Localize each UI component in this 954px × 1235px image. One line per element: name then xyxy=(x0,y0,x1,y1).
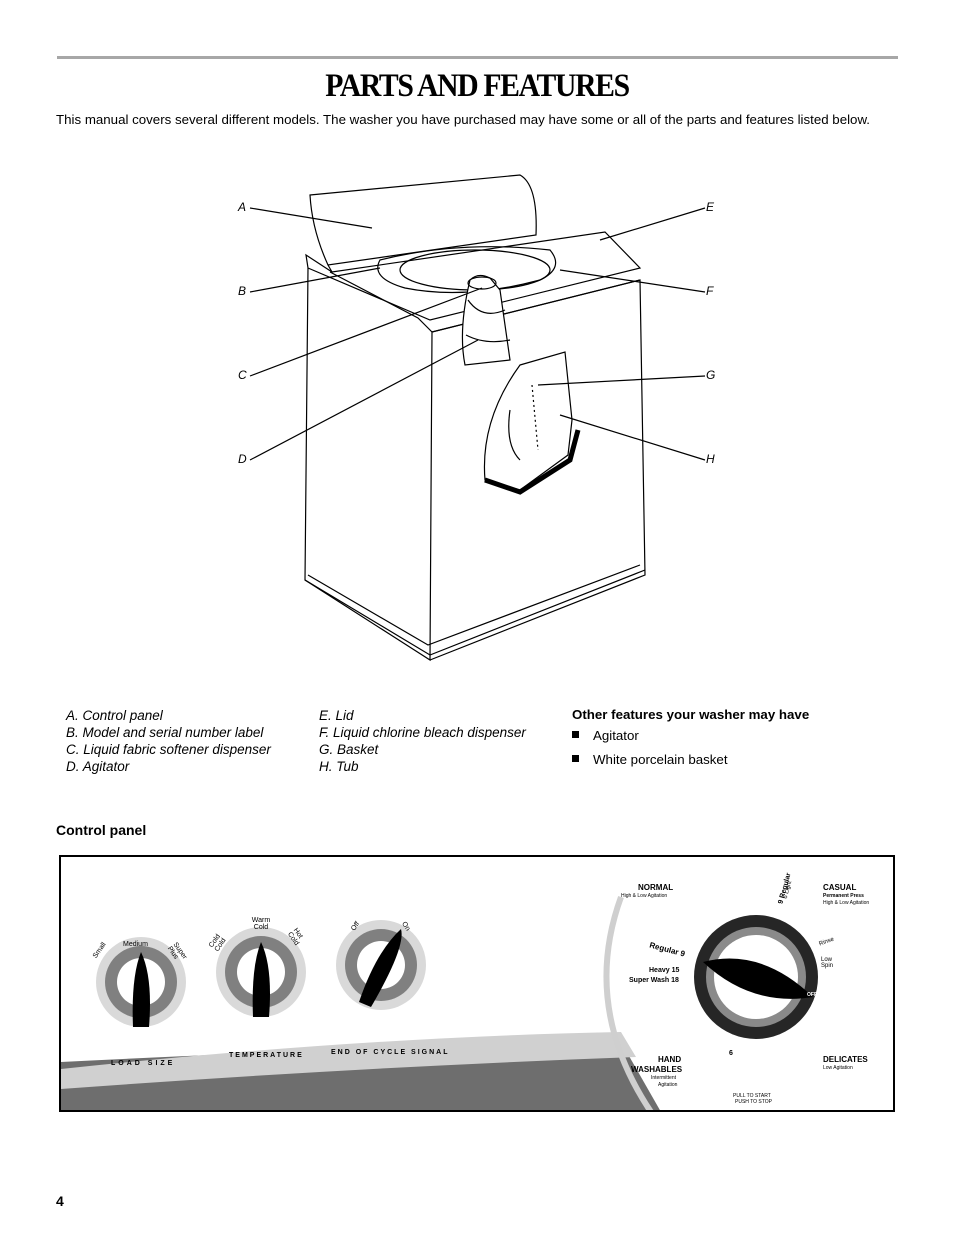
bullet-icon xyxy=(572,755,579,762)
washer-diagram: A B C D E F G H xyxy=(220,160,740,675)
feature-item: White porcelain basket xyxy=(572,752,728,767)
signal-band-label: END OF CYCLE SIGNAL xyxy=(331,1049,450,1056)
temp-warm-cold-label: Warm Cold xyxy=(251,917,271,931)
cycle-casual-sub2: High & Low Agitation xyxy=(823,900,870,906)
cycle-off-label: OFF xyxy=(807,992,817,998)
control-panel-figure: Small Medium Super Plus LOAD SIZE Cold C… xyxy=(59,855,895,1112)
cycle-hand-label: HAND xyxy=(658,1055,682,1064)
load-size-band-label: LOAD SIZE xyxy=(111,1060,176,1067)
page-number: 4 xyxy=(56,1193,64,1209)
cycle-super18-label: Super Wash 18 xyxy=(629,977,679,984)
callout-b: B xyxy=(238,284,247,298)
cycle-hand-sub1: Intermittent xyxy=(651,1075,677,1081)
washer-illustration xyxy=(249,174,706,662)
callout-a: A xyxy=(238,200,247,214)
cycle-delicates-label: DELICATES xyxy=(823,1055,868,1064)
other-features-heading: Other features your washer may have xyxy=(572,707,810,722)
pull-to-start-label: PULL TO START xyxy=(733,1093,771,1099)
cycle-normal-sub: High & Low Agitation xyxy=(621,893,668,899)
temperature-band-label: TEMPERATURE xyxy=(229,1052,304,1059)
cycle-washables-label: WASHABLES xyxy=(631,1065,683,1074)
cycle-hand-sub2: Agitation xyxy=(658,1082,678,1088)
cycle-casual-label: CASUAL xyxy=(823,883,857,892)
callout-c: C xyxy=(238,368,247,382)
cycle-low-spin-label: Low Spin xyxy=(821,957,834,969)
cycle-six-label: 6 xyxy=(729,1050,733,1057)
part-item: G. Basket xyxy=(319,742,379,757)
parts-list-col2: E. Lid F. Liquid chlorine bleach dispens… xyxy=(319,707,526,775)
part-item: H. Tub xyxy=(319,759,359,774)
control-panel-illustration xyxy=(61,895,818,1110)
part-item: B. Model and serial number label xyxy=(66,725,264,740)
push-to-stop-label: PUSH TO STOP xyxy=(735,1099,772,1105)
load-medium-label: Medium xyxy=(123,941,148,948)
parts-list-col1: A. Control panel B. Model and serial num… xyxy=(66,707,271,775)
callout-d: D xyxy=(238,452,247,466)
intro-text: This manual covers several different mod… xyxy=(56,112,871,127)
callout-h: H xyxy=(706,452,715,466)
callout-g: G xyxy=(706,368,716,382)
page-title: PARTS AND FEATURES xyxy=(325,68,630,104)
cycle-casual-sub: Permanent Press xyxy=(823,893,864,899)
control-panel-heading: Control panel xyxy=(56,822,147,838)
bullet-icon xyxy=(572,731,579,738)
callout-f: F xyxy=(706,284,714,298)
cycle-heavy15-label: Heavy 15 xyxy=(649,967,680,974)
part-item: E. Lid xyxy=(319,708,354,723)
callout-e: E xyxy=(706,200,715,214)
top-rule xyxy=(57,56,898,59)
feature-item: Agitator xyxy=(572,728,639,743)
part-item: C. Liquid fabric softener dispenser xyxy=(66,742,271,757)
part-item: D. Agitator xyxy=(66,759,130,774)
cycle-delicates-sub: Low Agitation xyxy=(823,1065,853,1071)
cycle-normal-label: NORMAL xyxy=(638,883,674,892)
part-item: F. Liquid chlorine bleach dispenser xyxy=(319,725,526,740)
part-item: A. Control panel xyxy=(66,708,163,723)
